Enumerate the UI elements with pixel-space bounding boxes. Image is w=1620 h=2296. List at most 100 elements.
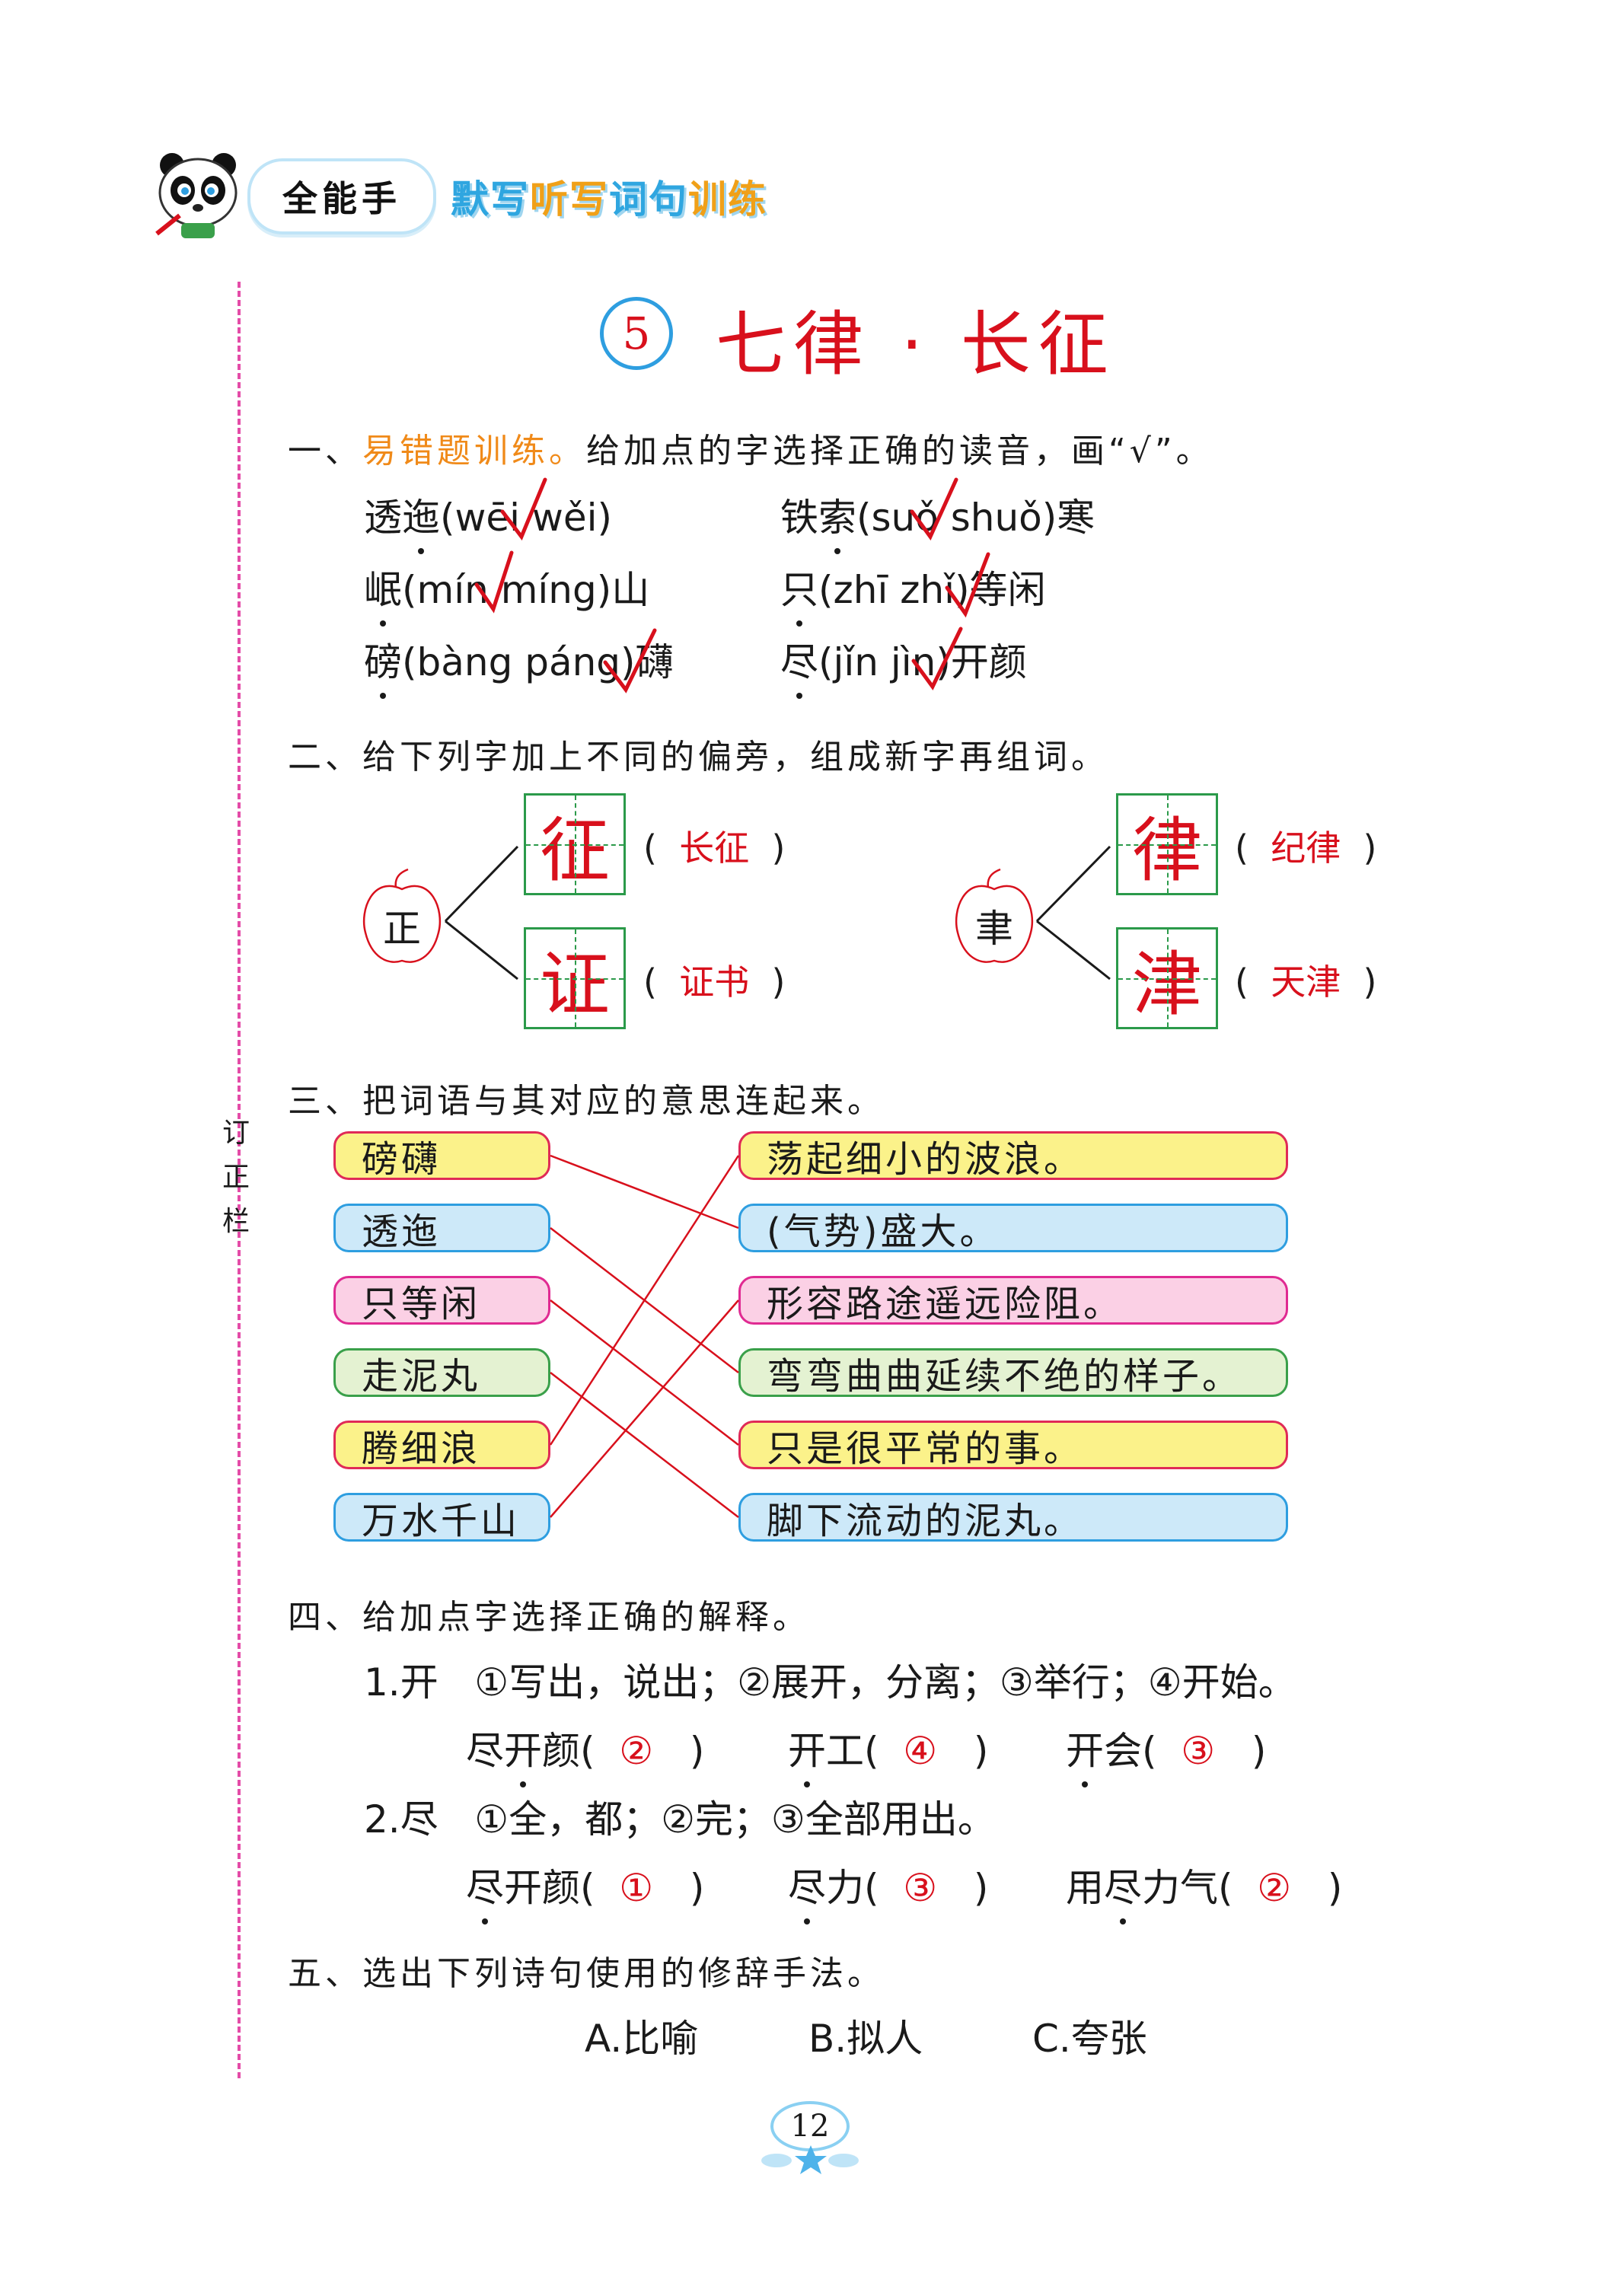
char-box: 证 [524,927,626,1029]
q4-entry: 尽开颜( ① ) [466,1858,704,1924]
check-mark-icon [474,550,514,614]
q4-item1-meanings: 1.开 ①写出，说出；②展开，分离；③举行；④开始。 [364,1652,1296,1707]
pinyin-option: (zhī [818,568,888,612]
lesson-title: 七律 · 长征 [716,304,1116,385]
item-text: 等闲 [969,568,1046,612]
entry-text: ) [689,1729,705,1773]
answer-number: ③ [1181,1729,1216,1773]
entry-text: ) [973,1866,989,1910]
q4-entry: 尽力( ③ ) [788,1858,989,1924]
dotted-char: 索 [818,487,856,554]
pinyin-option: shuǒ) [938,496,1057,540]
page-number-badge: 12 [754,2101,868,2177]
pinyin-option: (mín [402,568,489,612]
subtitle-part: 听写 [529,177,609,222]
word-answer: ( 天津 ) [1235,961,1377,1003]
q3-title: 三、把词语与其对应的意思连起来。 [288,1082,885,1121]
entry-text: ) [973,1729,989,1773]
q5-option: B.拟人 [808,2017,923,2061]
match-right-item: 形容路途遥远险阻。 [738,1276,1288,1325]
answer-word: 纪律 [1271,828,1341,869]
q5-title: 五、选出下列诗句使用的修辞手法。 [288,1954,885,1993]
root-char: 聿 [975,907,1013,951]
q5-option: A.比喻 [585,2017,699,2061]
answer-number: ④ [903,1729,938,1773]
q4-item-label: 1.开 [364,1660,438,1704]
answer-number: ③ [903,1866,938,1910]
subtitle-part: 默写 [450,177,530,222]
match-line [550,1299,739,1446]
root-char: 正 [383,907,421,951]
match-right-item: (气势)盛大。 [738,1204,1288,1253]
q1-highlight: 易错题训练。 [362,432,586,470]
q4-title: 四、给加点字选择正确的解释。 [288,1598,810,1637]
dotted-char: 岷 [364,560,402,627]
q1-item: 尽(jǐn jìn)开颜 [780,632,1027,699]
pinyin-option: wěi) [520,496,613,540]
match-lines [549,1154,740,1518]
brand-text: 全能手 [282,178,401,219]
q1-item: 磅(bàng páng)礴 [364,632,674,699]
entry-text: 会( [1104,1729,1157,1773]
q1-prefix: 一、 [288,432,362,470]
q1-item: 铁索(suǒ shuǒ)寒 [780,487,1095,554]
dotted-char: 开 [1066,1720,1104,1787]
brand-badge: 全能手 [247,158,436,234]
q4-entry: 用尽力气( ② ) [1066,1858,1343,1924]
dotted-char: 开 [504,1720,542,1787]
char-box: 津 [1116,927,1218,1029]
entry-text: ) [1251,1729,1267,1773]
dotted-char: 只 [780,560,818,627]
word-answer: ( 证书 ) [643,961,786,1003]
answer-number: ① [619,1866,654,1910]
char-box: 征 [524,793,626,895]
subtitle-part: 词句 [608,177,688,222]
dotted-char: 尽 [780,632,818,699]
q2-title: 二、给下列字加上不同的偏旁，组成新字再组词。 [288,738,1108,776]
dotted-char: 迤 [402,487,440,554]
dotted-char: 尽 [466,1858,504,1924]
series-subtitle: 默写听写词句训练 [450,169,767,224]
pinyin-option: (bàng [402,640,513,684]
match-line [550,1372,739,1518]
q1-instruction: 给加点的字选择正确的读音，画“√”。 [586,432,1213,470]
check-mark-icon [910,477,958,541]
q4-item2-meanings: 2.尽 ①全，都；②完；③全部用出。 [364,1789,996,1844]
q4-meaning-list: ①写出，说出；②展开，分离；③举行；④开始。 [474,1660,1296,1704]
margin-dashed-line [238,282,241,2078]
branch-line [1035,845,1111,923]
entry-text: ) [1327,1866,1343,1910]
pinyin-option: (jǐn [818,640,879,684]
char-box: 律 [1116,793,1218,895]
branch-line [445,920,518,981]
correction-column-label: 订正栏 [222,1118,250,1237]
item-text: 开颜 [950,640,1027,684]
branch-line [1036,920,1111,981]
apple-icon [362,885,442,963]
word-answer: ( 长征 ) [643,828,786,869]
star-cloud-icon [761,2145,859,2174]
check-marks [474,477,990,694]
q1-title: 一、易错题训练。给加点的字选择正确的读音，画“√”。 [288,423,1213,472]
item-text: 透 [364,496,402,540]
dotted-char: 尽 [788,1858,826,1924]
entry-text: 工( [826,1729,879,1773]
match-left-item: 透迤 [333,1204,550,1253]
pinyin-option: jìn) [878,640,951,684]
entry-text: 力气( [1142,1866,1233,1910]
check-mark-icon [911,627,963,690]
branch-line [444,845,519,923]
entry-text: 力( [826,1866,879,1910]
match-line [550,1299,739,1518]
apple-icon [955,885,1034,963]
answer-number: ② [619,1729,654,1773]
answer-number: ② [1257,1866,1292,1910]
match-right-item: 弯弯曲曲延续不绝的样子。 [738,1348,1288,1398]
answer-word: 天津 [1271,961,1341,1003]
q4-entry: 开会( ③ ) [1066,1720,1267,1787]
check-mark-icon [603,628,657,694]
word-answer: ( 纪律 ) [1235,828,1377,869]
check-mark-icon [500,477,547,541]
q4-meaning-list: ①全，都；②完；③全部用出。 [474,1797,996,1842]
item-text: 铁 [780,496,818,540]
